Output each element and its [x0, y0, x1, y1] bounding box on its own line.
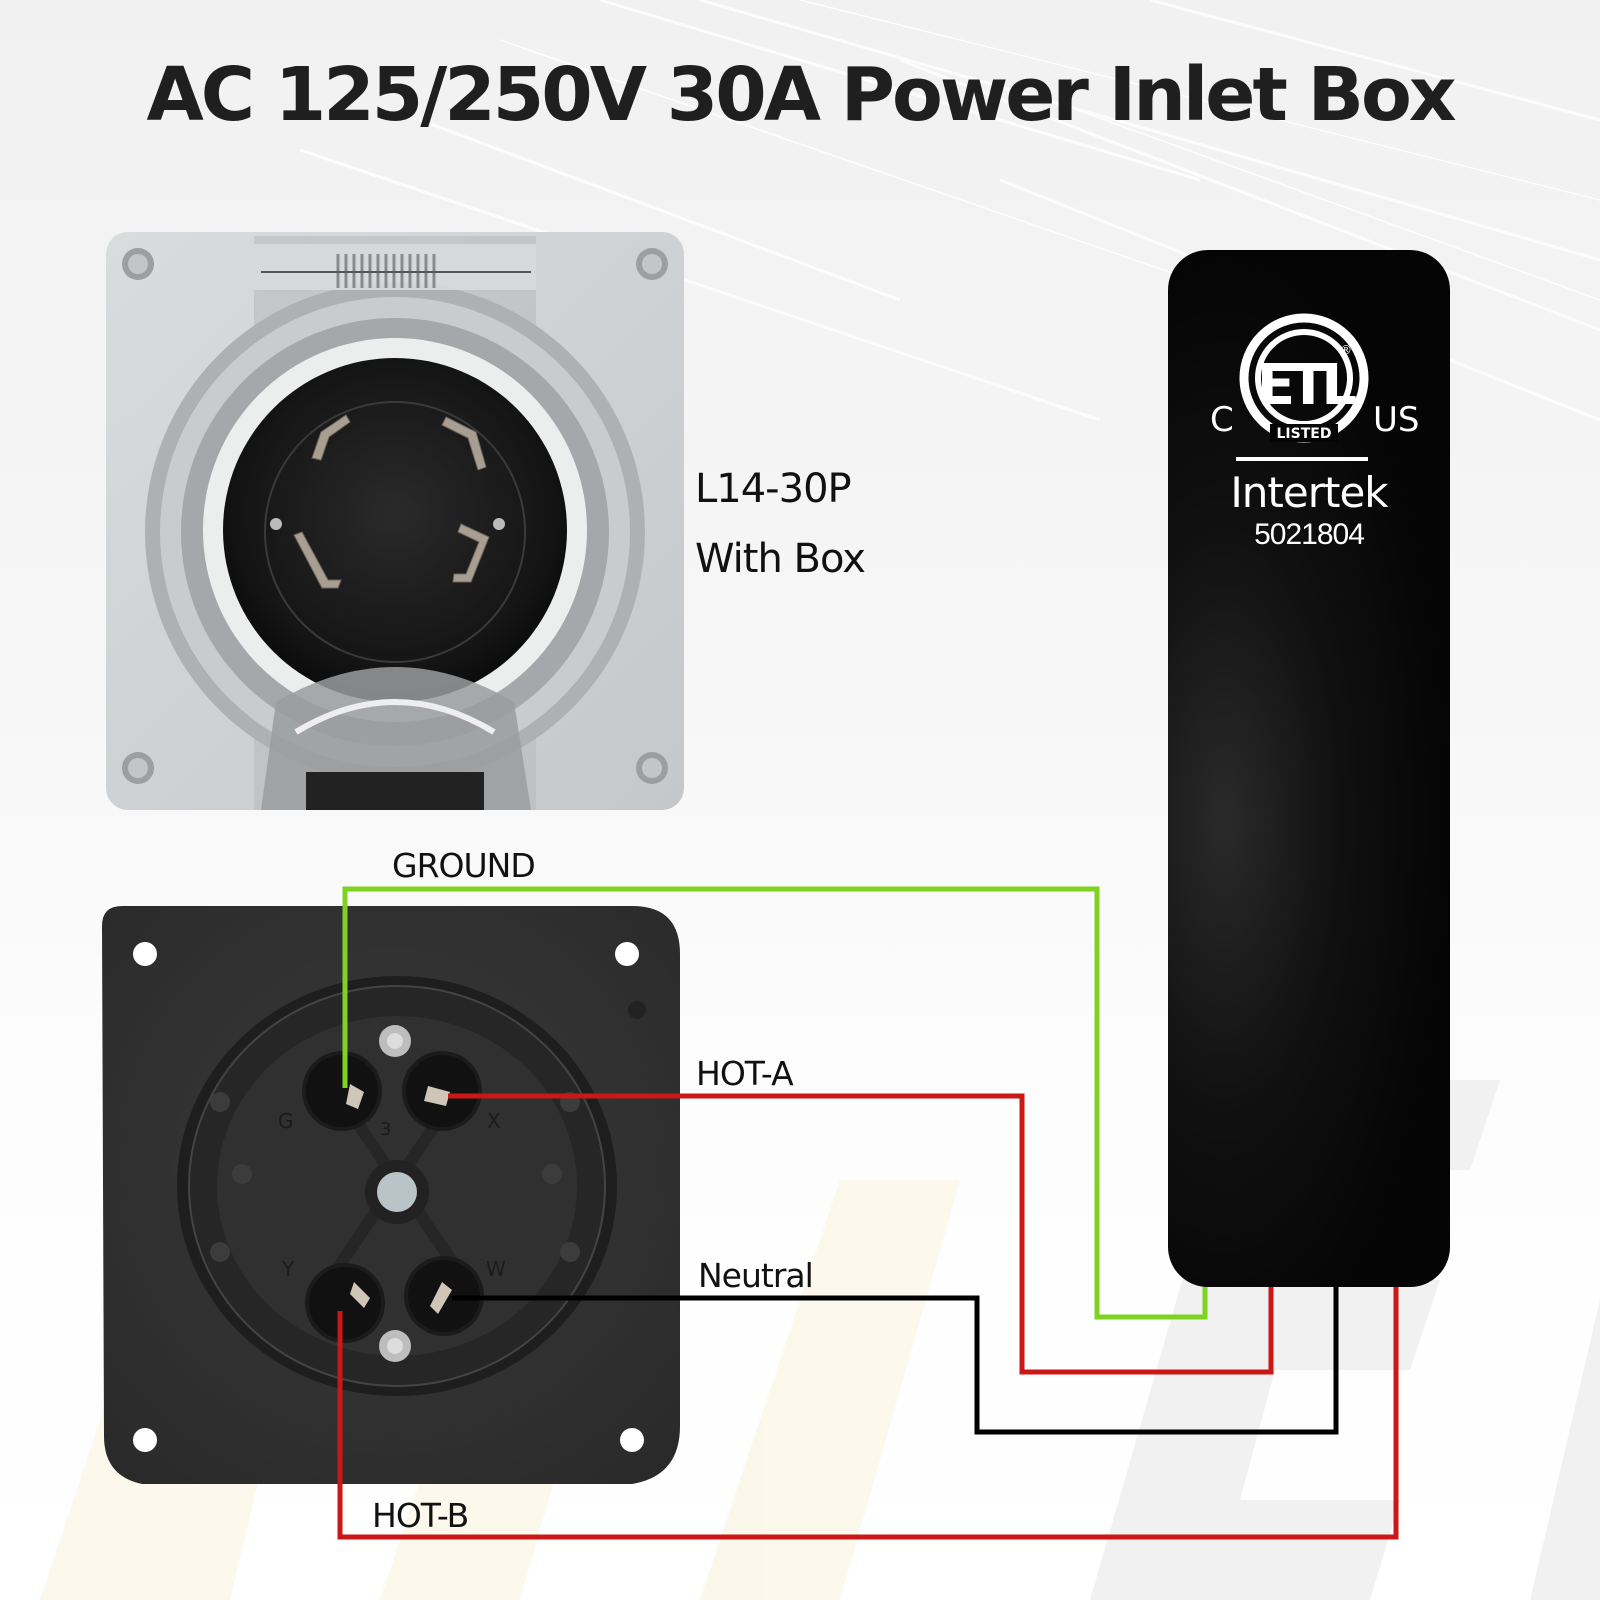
certification-panel: ETL ® LISTED C US Intertek 5021804 [1168, 250, 1450, 1287]
terminal-letter-y: Y [281, 1257, 295, 1281]
plug-model-label: L14-30P [695, 466, 852, 512]
cert-country-us: US [1373, 400, 1420, 440]
plug-blades [293, 414, 490, 589]
svg-text:®: ® [1340, 343, 1352, 357]
ground-label: GROUND [392, 846, 536, 885]
plug-face [223, 358, 567, 702]
cert-country-c: C [1210, 400, 1234, 440]
inlet-rear-photo: G X Y W 3 [102, 906, 680, 1484]
inlet-box-photo [106, 232, 684, 810]
cert-brand: Intertek [1230, 468, 1388, 517]
terminal-letter-x: X [487, 1109, 501, 1133]
etl-listed-logo-icon: ETL ® LISTED [1239, 313, 1369, 443]
svg-text:LISTED: LISTED [1277, 426, 1332, 442]
terminal-letter-w: W [486, 1257, 506, 1281]
cert-divider [1236, 457, 1368, 461]
svg-text:ETL: ETL [1257, 353, 1356, 418]
terminal-center-mark: 3 [380, 1119, 391, 1140]
hot-b-label: HOT-B [372, 1496, 469, 1535]
corner-screws [122, 248, 668, 784]
hot-a-label: HOT-A [696, 1054, 794, 1093]
neutral-label: Neutral [698, 1256, 814, 1295]
cert-number: 5021804 [1254, 518, 1365, 551]
page-title: AC 125/250V 30A Power Inlet Box [146, 52, 1456, 138]
plug-variant-label: With Box [695, 536, 866, 582]
terminal-letter-g: G [278, 1109, 294, 1133]
center-screw [377, 1172, 417, 1212]
